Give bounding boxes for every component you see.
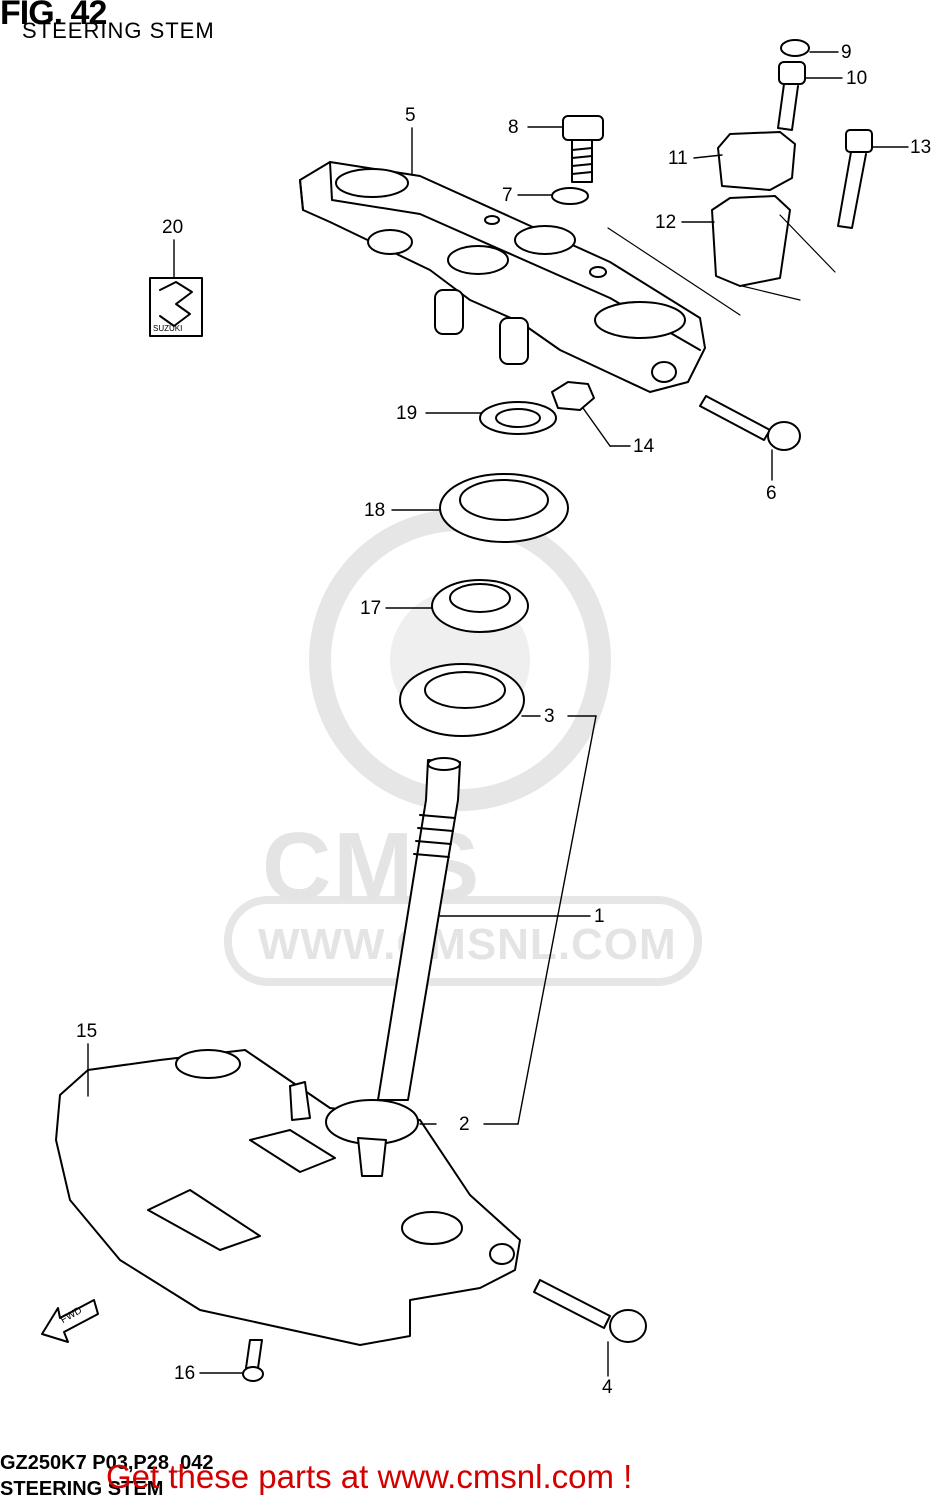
callout-2[interactable]: 2 xyxy=(459,1114,470,1135)
callout-16[interactable]: 16 xyxy=(174,1363,196,1384)
callout-5[interactable]: 5 xyxy=(405,105,416,126)
bolt-4-part xyxy=(533,1279,647,1343)
callout-1[interactable]: 1 xyxy=(594,906,605,927)
promo-link[interactable]: Get these parts at www.cmsnl.com ! xyxy=(106,1458,633,1495)
callout-6[interactable]: 6 xyxy=(766,483,777,504)
callout-12[interactable]: 12 xyxy=(655,212,677,233)
fwd-arrow-icon xyxy=(41,1299,99,1343)
bearing-17-part xyxy=(431,579,529,633)
emblem-label: SUZUKI xyxy=(153,324,183,333)
callout-15[interactable]: 15 xyxy=(76,1021,98,1042)
callout-10[interactable]: 10 xyxy=(846,68,868,89)
callout-14[interactable]: 14 xyxy=(633,436,655,457)
holder-11-part xyxy=(717,131,796,191)
steering-nut-19-part xyxy=(479,401,557,435)
dust-seal-18-part xyxy=(439,473,569,543)
callout-9[interactable]: 9 xyxy=(841,42,852,63)
figure-title: FIG. 42 xyxy=(0,0,107,32)
steering-stem-1-part xyxy=(377,757,461,1101)
callout-19[interactable]: 19 xyxy=(396,403,418,424)
figure-subtitle: STEERING STEM xyxy=(22,18,215,43)
callout-17[interactable]: 17 xyxy=(360,598,382,619)
bolt-8-part xyxy=(562,115,604,183)
callout-20[interactable]: 20 xyxy=(162,217,184,238)
cap-9-part xyxy=(780,39,810,57)
bolt-6-part xyxy=(699,395,801,451)
holder-12-part xyxy=(711,195,791,287)
upper-bracket-part xyxy=(299,161,741,393)
callout-3[interactable]: 3 xyxy=(544,706,555,727)
bearing-3-part xyxy=(399,663,525,737)
footer-caption: STEERING STEM xyxy=(0,1478,164,1500)
callout-18[interactable]: 18 xyxy=(364,500,386,521)
callout-13[interactable]: 13 xyxy=(910,137,931,158)
callout-11[interactable]: 11 xyxy=(668,148,688,169)
washer-7-part xyxy=(551,187,589,205)
watermark-url: WWW.CMSNL.COM xyxy=(258,920,677,969)
lower-bracket-15-part xyxy=(55,1049,521,1346)
bolt-10-part xyxy=(777,61,806,131)
callout-7[interactable]: 7 xyxy=(502,185,513,206)
screw-16-part xyxy=(242,1339,264,1382)
callout-4[interactable]: 4 xyxy=(602,1377,613,1398)
suzuki-emblem-part xyxy=(149,277,203,337)
bolt-13-part xyxy=(837,129,873,229)
nut-14-part xyxy=(551,381,595,411)
callout-8[interactable]: 8 xyxy=(508,117,519,138)
model-code: GZ250K7 P03,P28_042 xyxy=(0,1452,214,1474)
